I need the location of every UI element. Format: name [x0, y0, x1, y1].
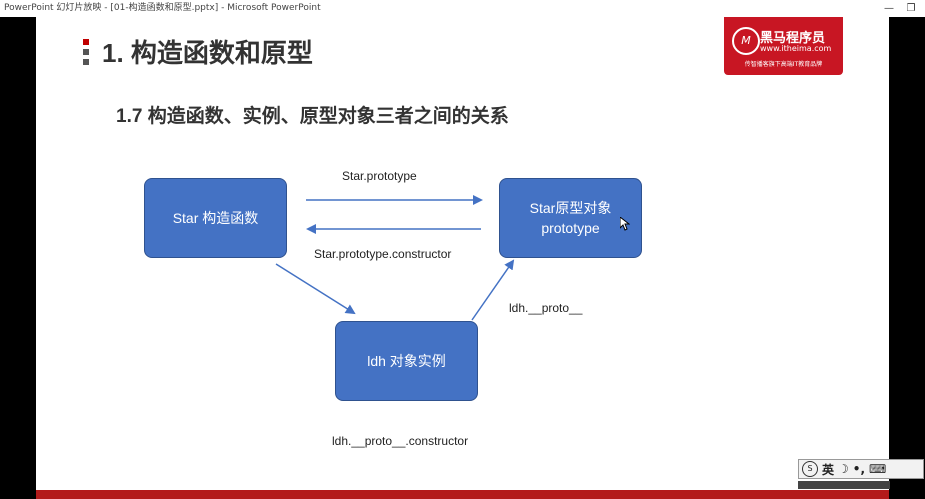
ime-toolbar[interactable]: S 英 ☽ •, ⌨	[798, 459, 924, 479]
brand-horse-icon: M	[732, 27, 760, 55]
label-star-prototype-constructor: Star.prototype.constructor	[314, 247, 452, 261]
slide[interactable]: 1. 构造函数和原型 1.7 构造函数、实例、原型对象三者之间的关系 M 黑马程…	[36, 17, 889, 499]
slide-subtitle: 1.7 构造函数、实例、原型对象三者之间的关系	[116, 106, 509, 127]
arrow-constructor-to-instance	[275, 263, 356, 315]
relationship-diagram: Star 构造函数 Star原型对象 prototype ldh 对象实例 St…	[36, 17, 889, 499]
label-star-prototype: Star.prototype	[342, 169, 417, 183]
minimize-icon[interactable]: —	[884, 3, 894, 14]
constructor-box: Star 构造函数	[144, 178, 287, 258]
ime-logo-icon[interactable]: S	[802, 461, 818, 477]
prototype-box-label-1: Star原型对象	[529, 200, 612, 216]
brand-url: www.itheima.com	[760, 44, 832, 53]
brand-tagline: 传智播客旗下高端IT教育品牌	[744, 61, 823, 68]
brand-logo: M 黑马程序员 www.itheima.com 传智播客旗下高端IT教育品牌	[724, 17, 843, 75]
instance-box-label: ldh 对象实例	[367, 353, 446, 369]
slide-title: 1. 构造函数和原型	[102, 38, 313, 68]
title-marker-dot-red	[83, 39, 89, 45]
label-ldh-proto-constructor: ldh.__proto__.constructor	[332, 434, 469, 448]
prototype-box: Star原型对象 prototype	[499, 178, 642, 258]
constructor-box-label: Star 构造函数	[172, 210, 259, 226]
slide-footer-bar	[36, 490, 889, 499]
moon-icon[interactable]: ☽	[838, 462, 849, 476]
restore-icon[interactable]: ❐	[906, 3, 916, 14]
brand-name: 黑马程序员	[760, 31, 826, 46]
ime-toolbar-strip	[798, 481, 890, 489]
ime-language-toggle[interactable]: 英	[822, 462, 835, 477]
title-marker-icon	[83, 39, 91, 69]
title-marker-dot-gray-1	[83, 49, 89, 55]
diagram-arrows	[275, 195, 515, 321]
arrow-instance-to-prototype	[471, 259, 515, 321]
window-title-bar: PowerPoint 幻灯片放映 - [01-构造函数和原型.pptx] - M…	[0, 0, 925, 17]
instance-box: ldh 对象实例	[335, 321, 478, 401]
window-title: PowerPoint 幻灯片放映 - [01-构造函数和原型.pptx] - M…	[4, 3, 321, 13]
prototype-box-label-2: prototype	[541, 220, 600, 236]
title-marker-dot-gray-2	[83, 59, 89, 65]
mouse-cursor-icon	[620, 217, 630, 231]
label-ldh-proto: ldh.__proto__	[509, 301, 583, 315]
punctuation-icon[interactable]: •,	[852, 462, 866, 476]
keyboard-icon[interactable]: ⌨	[869, 462, 887, 476]
